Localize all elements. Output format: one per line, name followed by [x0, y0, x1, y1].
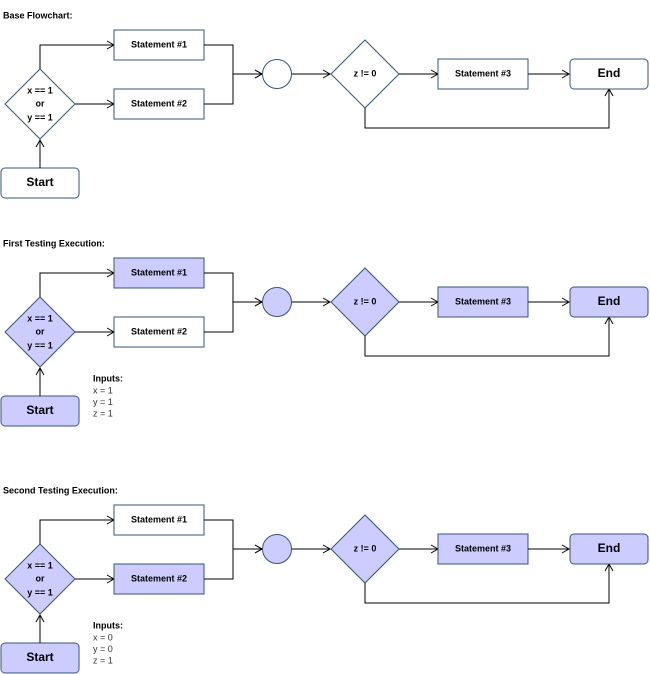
inputs-value: x = 1	[93, 385, 113, 395]
condition-line-1: x == 1	[27, 560, 53, 570]
condition-xy-diamond[interactable]: x == 1 or y == 1	[4, 543, 76, 615]
condition-line-1: x == 1	[27, 85, 53, 95]
start-node[interactable]: Start	[0, 167, 80, 199]
edge-statement-2-to-junction	[204, 297, 264, 333]
statement-3-node[interactable]: Statement #3	[437, 58, 529, 90]
end-node[interactable]: End	[569, 58, 649, 90]
end-label: End	[598, 294, 621, 308]
statement-2-node[interactable]: Statement #2	[113, 563, 205, 595]
edge-z-condition-to-end	[364, 87, 614, 129]
edge-statement-2-to-junction	[204, 544, 264, 580]
panel-title: First Testing Execution:	[3, 238, 105, 248]
start-node[interactable]: Start	[0, 642, 80, 674]
end-label: End	[598, 541, 621, 555]
junction-node[interactable]	[262, 287, 292, 317]
condition-line-2: or	[36, 326, 45, 336]
condition-z-diamond[interactable]: z != 0	[330, 39, 400, 109]
flowchart-panel-2: First Testing Execution: Start x == 1 or y =…	[0, 238, 649, 427]
condition-z-diamond[interactable]: z != 0	[330, 267, 400, 337]
edge-condition-to-statement-1	[39, 40, 116, 69]
statement-1-label: Statement #1	[131, 267, 187, 277]
condition-xy-diamond[interactable]: x == 1 or y == 1	[4, 296, 76, 368]
inputs-value: z = 1	[93, 655, 113, 665]
flowchart-panel-3: Second Testing Execution: Start x == 1 or y …	[0, 485, 649, 674]
inputs-title: Inputs:	[93, 620, 123, 630]
inputs-value: y = 1	[93, 397, 113, 407]
junction-node[interactable]	[262, 59, 292, 89]
statement-1-node[interactable]: Statement #1	[113, 257, 205, 289]
statement-3-label: Statement #3	[455, 68, 511, 78]
statement-2-node[interactable]: Statement #2	[113, 316, 205, 348]
panel-title: Base Flowchart:	[3, 10, 73, 20]
statement-2-label: Statement #2	[131, 326, 187, 336]
condition-xy-diamond[interactable]: x == 1 or y == 1	[4, 68, 76, 140]
edge-condition-to-statement-1	[39, 515, 116, 544]
statement-3-label: Statement #3	[455, 543, 511, 553]
statement-3-label: Statement #3	[455, 296, 511, 306]
edge-statement-2-to-junction	[204, 69, 264, 105]
condition-line-3: y == 1	[27, 587, 53, 597]
condition-z-diamond[interactable]: z != 0	[330, 514, 400, 584]
end-node[interactable]: End	[569, 533, 649, 565]
inputs-annotation: Inputs: x = 1 y = 1z = 1	[93, 373, 123, 418]
statement-3-node[interactable]: Statement #3	[437, 286, 529, 318]
statement-1-node[interactable]: Statement #1	[113, 29, 205, 61]
condition-z-label: z != 0	[354, 543, 377, 553]
start-node[interactable]: Start	[0, 395, 80, 427]
inputs-value: x = 0	[93, 632, 113, 642]
statement-2-node[interactable]: Statement #2	[113, 88, 205, 120]
start-label: Start	[26, 175, 53, 189]
edge-statement-1-to-junction	[204, 272, 264, 307]
condition-line-3: y == 1	[27, 112, 53, 122]
condition-z-label: z != 0	[354, 68, 377, 78]
flowchart-panel-1: Base Flowchart: Start x == 1 or y == 1 Statem…	[0, 10, 649, 199]
statement-2-label: Statement #2	[131, 98, 187, 108]
edge-condition-to-statement-1	[39, 268, 116, 297]
start-label: Start	[26, 403, 53, 417]
condition-line-1: x == 1	[27, 313, 53, 323]
condition-line-2: or	[36, 573, 45, 583]
statement-1-node[interactable]: Statement #1	[113, 504, 205, 536]
statement-1-label: Statement #1	[131, 39, 187, 49]
inputs-title: Inputs:	[93, 373, 123, 383]
edge-z-condition-to-end	[364, 315, 614, 357]
inputs-value: z = 1	[93, 408, 113, 418]
start-label: Start	[26, 650, 53, 664]
end-label: End	[598, 66, 621, 80]
statement-2-label: Statement #2	[131, 573, 187, 583]
end-node[interactable]: End	[569, 286, 649, 318]
junction-node[interactable]	[262, 534, 292, 564]
edge-statement-1-to-junction	[204, 44, 264, 79]
statement-3-node[interactable]: Statement #3	[437, 533, 529, 565]
inputs-annotation: Inputs: x = 0 y = 0z = 1	[93, 620, 123, 665]
condition-z-label: z != 0	[354, 296, 377, 306]
condition-line-3: y == 1	[27, 340, 53, 350]
statement-1-label: Statement #1	[131, 514, 187, 524]
inputs-value: y = 0	[93, 644, 113, 654]
edge-z-condition-to-end	[364, 562, 614, 604]
condition-line-2: or	[36, 98, 45, 108]
edge-statement-1-to-junction	[204, 519, 264, 554]
panel-title: Second Testing Execution:	[3, 485, 118, 495]
